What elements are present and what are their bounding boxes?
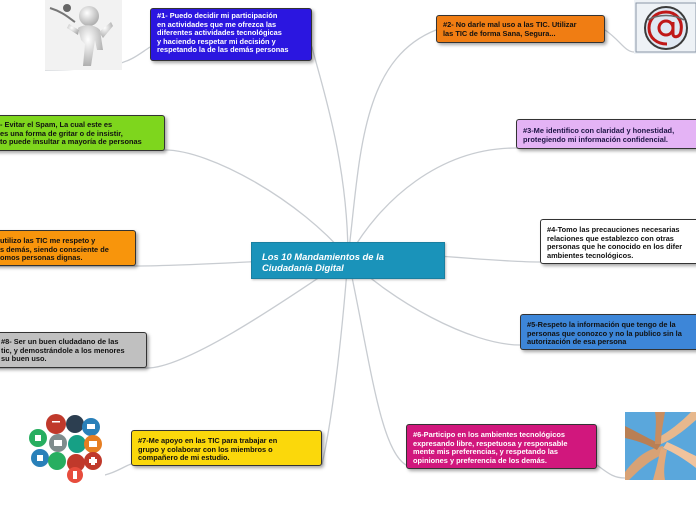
node-mandamiento-2[interactable]: #2- No darle mal uso a las TIC. Utilizar… (436, 15, 605, 43)
link-n6 (347, 257, 597, 466)
link-n1 (150, 46, 349, 259)
node-mandamiento-3[interactable]: #3-Me identifico con claridad y honestid… (516, 119, 696, 149)
node-mandamiento-6[interactable]: #6-Participo en los ambientes tecnológic… (406, 424, 597, 469)
community-icons-cluster (25, 413, 105, 483)
node-mandamiento-7[interactable]: #7-Me apoyo en las TIC para trabajar en … (131, 430, 322, 466)
node-mandamiento-4[interactable]: #4-Tomo las precauciones necesarias rela… (540, 219, 696, 264)
central-topic[interactable]: Los 10 Mandamientos de la Ciudadanía Dig… (251, 242, 445, 279)
node-mandamiento-1[interactable]: #1- Puedo decidir mi participación en ac… (150, 8, 312, 61)
link-n10 (0, 149, 349, 259)
node-mandamiento-9[interactable]: utilizo las TIC me respeto y s demás, si… (0, 230, 136, 266)
link-img-hands (596, 464, 626, 479)
link-n3 (347, 147, 696, 259)
link-n7 (131, 257, 349, 465)
link-n2 (347, 29, 605, 259)
stacked-hands-photo (625, 412, 696, 480)
node-mandamiento-5[interactable]: #5-Respeto la información que tengo de l… (520, 314, 696, 350)
node-mandamiento-10[interactable]: - Evitar el Spam, La cual este es es una… (0, 115, 165, 151)
at-sign-globe-icon (634, 0, 696, 54)
link-img-at (604, 29, 635, 53)
figure-holding-rope-icon (45, 0, 122, 70)
node-mandamiento-8[interactable]: #8- Ser un buen cludadano de las tic, y … (0, 332, 147, 368)
